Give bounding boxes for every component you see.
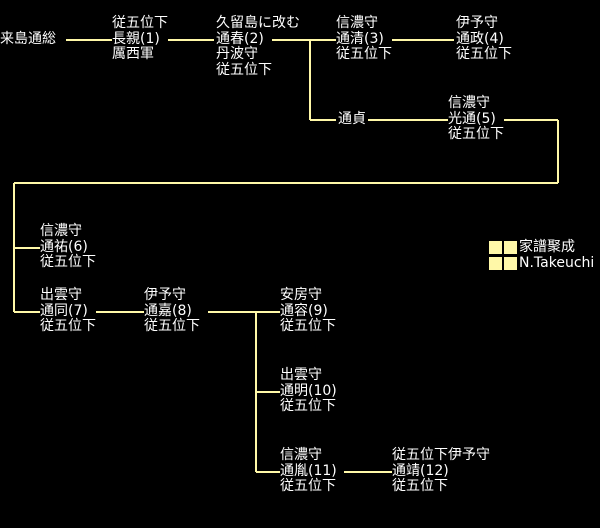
node-n12-line-0: 従五位下伊予守 [392, 447, 490, 463]
node-n8-line-0: 伊予守 [144, 287, 186, 303]
node-tsusada-line-0: 通貞 [338, 111, 366, 127]
node-n2-line-0: 久留島に改む [216, 15, 300, 31]
node-n5-line-0: 信濃守 [448, 95, 490, 111]
node-n7-line-2: 従五位下 [40, 318, 96, 335]
node-n3-line-1: 通清(3) [336, 30, 384, 47]
node-n9-line-0: 安房守 [280, 287, 322, 303]
node-n11-line-0: 信濃守 [280, 447, 322, 463]
node-root-line-0: 来島通総 [0, 31, 56, 47]
node-n2-line-2: 丹波守 [216, 46, 258, 63]
node-n3: 信濃守 通清(3) 従五位下 [336, 15, 392, 63]
node-n11: 信濃守 通胤(11) 従五位下 [280, 447, 337, 495]
node-n7-line-0: 出雲守 [40, 287, 82, 303]
node-n10-line-1: 通明(10) [280, 382, 337, 399]
square-icon [489, 257, 502, 270]
node-n10-line-0: 出雲守 [280, 367, 322, 383]
node-n3-line-0: 信濃守 [336, 15, 378, 31]
credit-title: 家譜聚成 [519, 239, 575, 255]
node-n6: 信濃守 通祐(6) 従五位下 [40, 223, 96, 271]
node-n7: 出雲守 通同(7) 従五位下 [40, 287, 96, 335]
node-n10-line-2: 従五位下 [280, 398, 336, 415]
node-n2: 久留島に改む 通春(2) 丹波守 従五位下 [216, 15, 300, 78]
node-n1: 従五位下 長親(1) 厲西軍 [112, 15, 168, 63]
credit-author: N.Takeuchi [519, 255, 595, 271]
node-n8-line-1: 通嘉(8) [144, 302, 192, 319]
node-n4-line-2: 従五位下 [456, 46, 512, 63]
node-n6-line-1: 通祐(6) [40, 238, 88, 255]
square-icon [489, 241, 502, 254]
node-n9: 安房守 通容(9) 従五位下 [280, 287, 336, 335]
node-n3-line-2: 従五位下 [336, 46, 392, 63]
node-n2-line-1: 通春(2) [216, 30, 264, 47]
node-n4-line-0: 伊予守 [456, 15, 498, 31]
node-n11-line-1: 通胤(11) [280, 462, 337, 479]
node-n12-line-1: 通靖(12) [392, 462, 449, 479]
node-n1-line-2: 厲西軍 [112, 46, 154, 63]
node-n4: 伊予守 通政(4) 従五位下 [456, 15, 512, 63]
square-icon [504, 257, 517, 270]
node-n9-line-1: 通容(9) [280, 302, 328, 319]
node-tsusada: 通貞 [338, 111, 366, 128]
node-n6-line-2: 従五位下 [40, 254, 96, 271]
node-n1-line-1: 長親(1) [112, 30, 160, 47]
node-n6-line-0: 信濃守 [40, 223, 82, 239]
node-n11-line-2: 従五位下 [280, 478, 336, 495]
node-n8-line-2: 従五位下 [144, 318, 200, 335]
node-n9-line-2: 従五位下 [280, 318, 336, 335]
node-n5: 信濃守 光通(5) 従五位下 [448, 95, 504, 143]
node-n2-line-3: 従五位下 [216, 61, 272, 78]
node-n4-line-1: 通政(4) [456, 30, 504, 47]
node-n12-line-2: 従五位下 [392, 478, 448, 495]
node-root: 来島通総 [0, 31, 56, 48]
square-icon [504, 241, 517, 254]
node-n5-line-2: 従五位下 [448, 126, 504, 143]
node-n5-line-1: 光通(5) [448, 110, 496, 127]
node-n1-line-0: 従五位下 [112, 15, 168, 31]
node-n7-line-1: 通同(7) [40, 302, 88, 319]
node-n8: 伊予守 通嘉(8) 従五位下 [144, 287, 200, 335]
node-n10: 出雲守 通明(10) 従五位下 [280, 367, 337, 415]
node-n12: 従五位下伊予守 通靖(12) 従五位下 [392, 447, 490, 495]
